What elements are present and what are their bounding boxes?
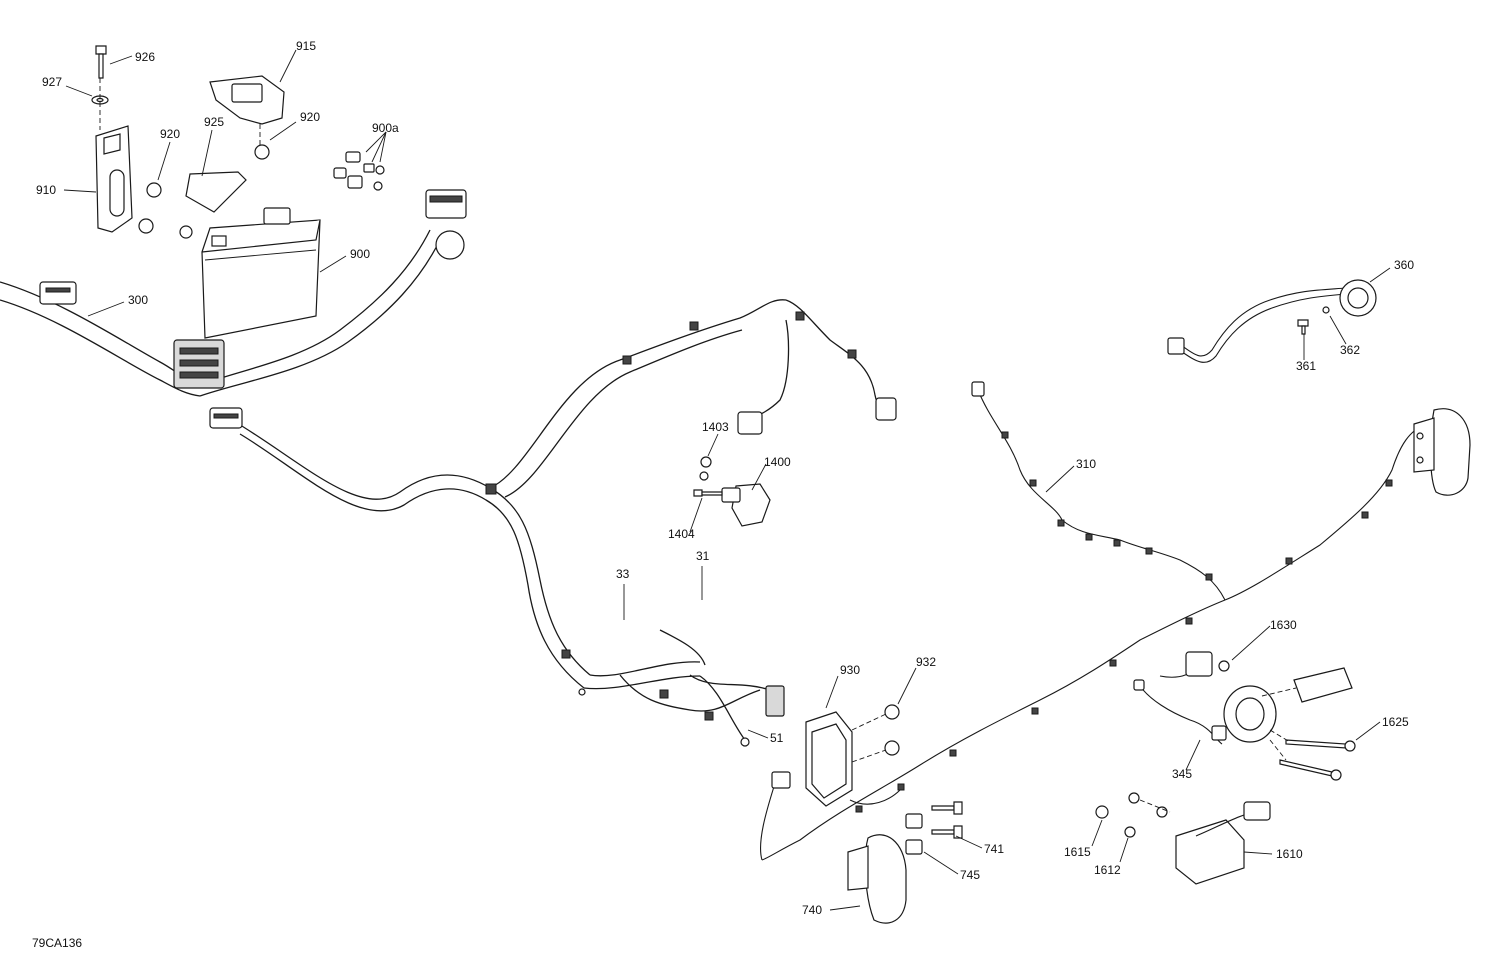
label-920-right: 920: [300, 110, 320, 124]
cover-925: [185, 171, 247, 213]
part-labels: 926 927 915 920 925 920 900a 910 900 300…: [36, 39, 1414, 917]
harness-connector-top: [425, 189, 467, 260]
horn-1600: [1223, 685, 1277, 743]
label-927: 927: [42, 75, 62, 89]
label-1400: 1400: [764, 455, 791, 469]
label-926: 926: [135, 50, 155, 64]
bolt-926: [95, 45, 107, 79]
harness-clips: [485, 311, 857, 721]
washer-1612: [1124, 806, 1168, 838]
harness-connector-930-side: [765, 685, 785, 717]
label-360: 360: [1394, 258, 1414, 272]
label-910: 910: [36, 183, 56, 197]
label-362: 362: [1340, 343, 1360, 357]
clip-362: [1322, 306, 1330, 314]
bolt-741: [931, 801, 963, 839]
harness-connector-left: [39, 281, 77, 305]
harness-connector-center: [737, 397, 897, 435]
module-930: [805, 711, 853, 807]
label-920-left: 920: [160, 127, 180, 141]
label-1615: 1615: [1064, 845, 1091, 859]
main-connector-block: [173, 339, 225, 389]
harness-connector-lower-left: [209, 407, 243, 429]
fuse-box-915: [209, 75, 285, 125]
label-925: 925: [204, 115, 224, 129]
terminal-hardware-900a: [333, 151, 385, 191]
label-900: 900: [350, 247, 370, 261]
nut-1403: [699, 456, 712, 481]
switch-360: [1167, 279, 1377, 363]
nut-920: [138, 182, 193, 239]
nut-1615: [1095, 792, 1140, 819]
rear-light-740: [847, 834, 907, 924]
label-932: 932: [916, 655, 936, 669]
battery-900: [201, 207, 321, 339]
label-1610: 1610: [1276, 847, 1303, 861]
label-361: 361: [1296, 359, 1316, 373]
label-1625: 1625: [1382, 715, 1409, 729]
label-915: 915: [296, 39, 316, 53]
bolt-1404: [693, 489, 723, 497]
label-745: 745: [960, 868, 980, 882]
label-900a: 900a: [372, 121, 399, 135]
sensor-1400: [721, 483, 771, 527]
label-930: 930: [840, 663, 860, 677]
screw-361: [1297, 319, 1309, 335]
ground-terminal: [578, 688, 750, 747]
harness-310-end-connectors: [771, 381, 985, 789]
label-1612: 1612: [1094, 863, 1121, 877]
label-1403: 1403: [702, 420, 729, 434]
module-1610: [1175, 801, 1271, 885]
label-740: 740: [802, 903, 822, 917]
harness-345: [1133, 651, 1227, 745]
battery-bracket-910: [95, 125, 133, 233]
grommet-745: [905, 813, 923, 855]
label-31: 31: [696, 549, 710, 563]
washer-927: [91, 95, 109, 105]
rear-light-right: [1413, 408, 1471, 496]
label-51: 51: [770, 731, 784, 745]
label-1630: 1630: [1270, 618, 1297, 632]
nut-920-top: [254, 144, 270, 160]
label-741: 741: [984, 842, 1004, 856]
cover-1630-part: [1218, 660, 1353, 703]
diagram-reference-code: 79CA136: [32, 936, 82, 950]
label-300: 300: [128, 293, 148, 307]
harness-310-clips: [855, 431, 1393, 813]
nut-932: [884, 704, 900, 756]
label-1404: 1404: [668, 527, 695, 541]
leader-lines: [63, 49, 1391, 911]
label-33: 33: [616, 567, 630, 581]
main-harness-300: [0, 229, 891, 741]
label-310: 310: [1076, 457, 1096, 471]
bolt-1625: [1279, 739, 1356, 781]
label-345: 345: [1172, 767, 1192, 781]
